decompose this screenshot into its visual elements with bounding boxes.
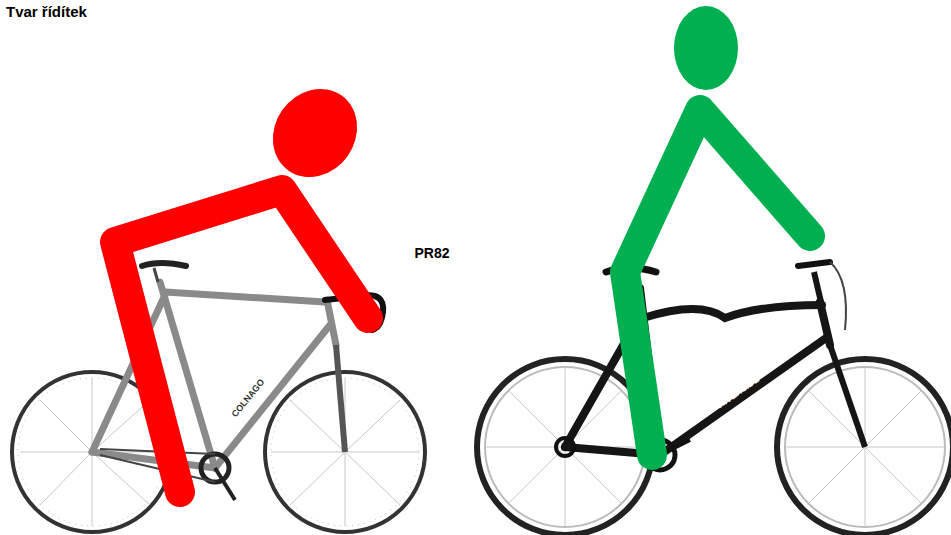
- section-heading: Tvar řídítek: [6, 3, 87, 20]
- model-code: PR82: [414, 245, 449, 261]
- rider-stooped: [115, 72, 374, 492]
- city-bike: [477, 262, 951, 535]
- rider-upright: [625, 6, 810, 455]
